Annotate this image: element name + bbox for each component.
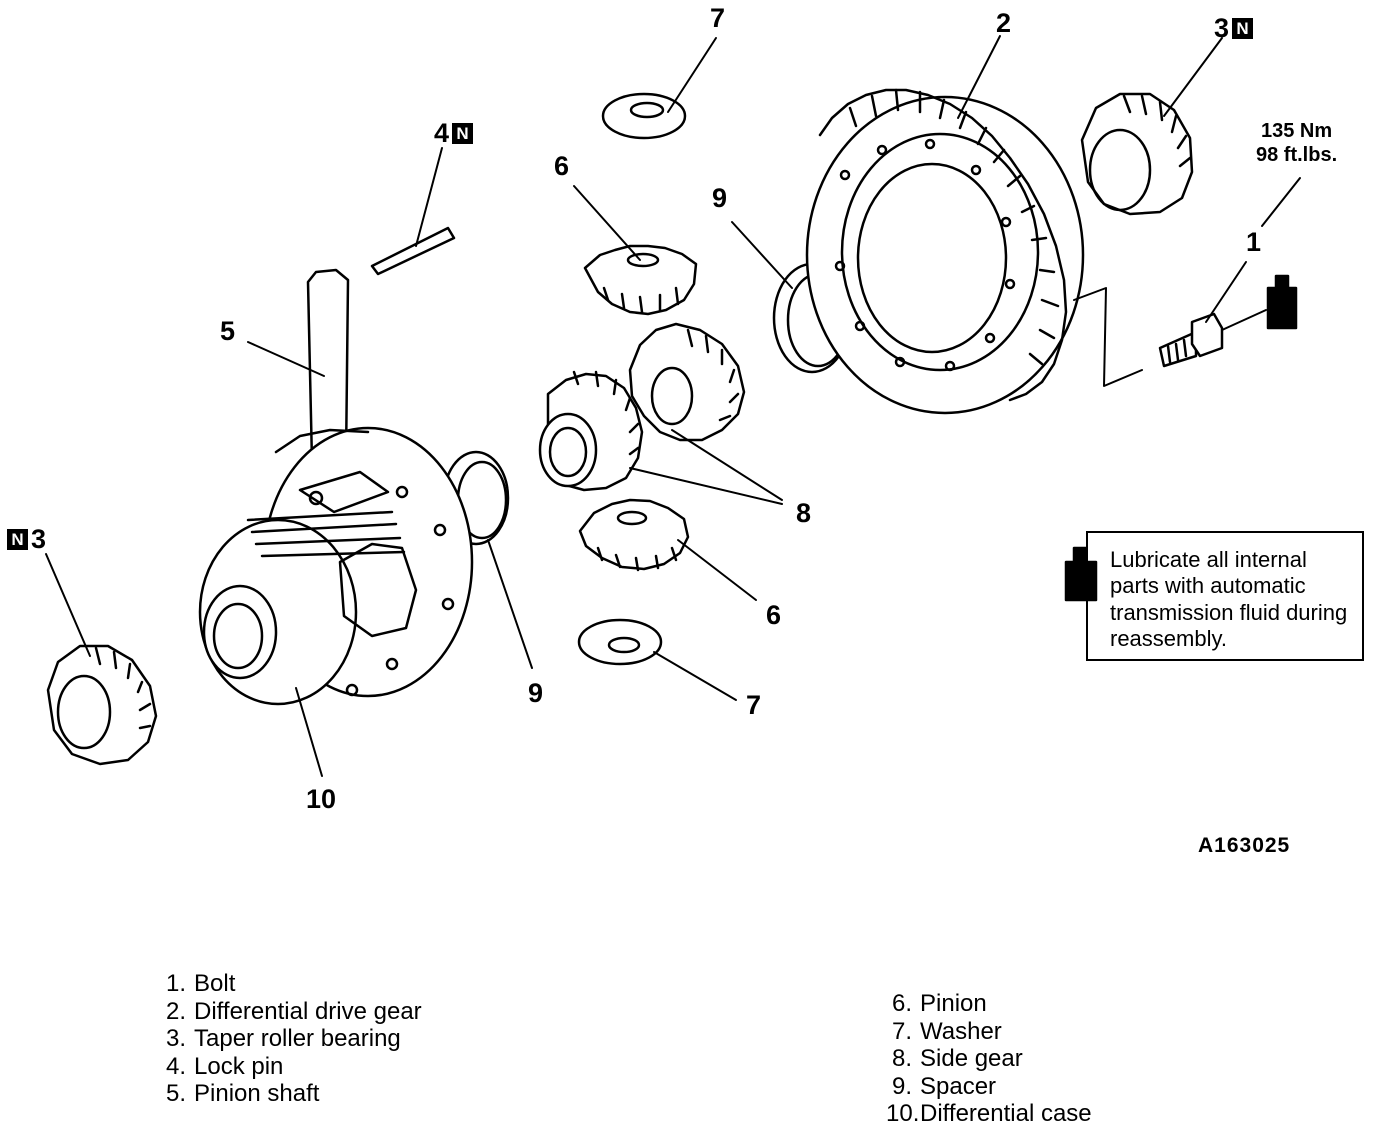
side-gear-upper [628, 322, 746, 442]
callout-9-left: 9 [528, 678, 544, 708]
lock-pin [370, 226, 456, 276]
legend-item: 6.Pinion [891, 990, 987, 1017]
legend-left: 1.Bolt 2.Differential drive gear 3.Taper… [160, 970, 422, 1108]
drive-gear [805, 88, 1085, 415]
pinion-top [583, 244, 698, 316]
callout-8: 8 [796, 498, 812, 528]
callout-6-top: 6 [554, 151, 570, 181]
figure-id: A163025 [1198, 834, 1291, 857]
torque-nm: 135 Nm [1260, 120, 1333, 142]
legend-item: 7.Washer [891, 1017, 1002, 1045]
callout-10: 10 [306, 784, 337, 814]
callout-9-right: 9 [712, 183, 728, 213]
lubrication-note-text: Lubricate all internal parts with automa… [1110, 547, 1348, 652]
callout-2: 2 [996, 8, 1012, 38]
taper-bearing-top [1080, 92, 1194, 216]
legend-item: 2.Differential drive gear [165, 997, 422, 1025]
legend-item: 1.Bolt [165, 970, 236, 997]
oil-bottle-icon-top [1266, 274, 1298, 330]
bolt [1158, 312, 1224, 368]
oil-bottle-icon-note [1064, 546, 1098, 602]
washer-top [601, 92, 687, 140]
legend-item: 3.Taper roller bearing [165, 1025, 401, 1053]
side-gear-lower [538, 370, 644, 492]
taper-bearing-left [46, 644, 158, 766]
lubrication-note-box [1086, 531, 1364, 661]
leader-lines [45, 35, 1301, 777]
callout-1: 1 [1246, 227, 1262, 257]
legend-right: 6.Pinion 7.Washer 8.Side gear 9.Spacer 1… [886, 990, 1092, 1128]
legend-item: 4.Lock pin [165, 1052, 284, 1080]
washer-bottom [577, 618, 663, 666]
torque-ftlbs: 98 ft.lbs. [1256, 143, 1338, 166]
legend-item: 9.Spacer [891, 1072, 997, 1100]
legend-item: 8.Side gear [891, 1045, 1023, 1073]
callout-7-bottom: 7 [746, 690, 762, 720]
callout-5: 5 [220, 316, 236, 346]
new-part-badge-icon: N [452, 123, 474, 144]
pinion-bottom [578, 498, 690, 572]
callout-7-top: 7 [710, 3, 726, 33]
callout-6-bottom: 6 [766, 600, 782, 630]
torque-spec: 135 Nm 98 ft.lbs. [1256, 120, 1337, 167]
differential-case [198, 426, 474, 706]
new-part-badge-icon: N [7, 529, 28, 550]
legend-item: 10.Differential case [886, 1100, 1092, 1128]
new-part-badge-icon: N [1232, 18, 1254, 39]
legend-item: 5.Pinion shaft [165, 1080, 320, 1108]
